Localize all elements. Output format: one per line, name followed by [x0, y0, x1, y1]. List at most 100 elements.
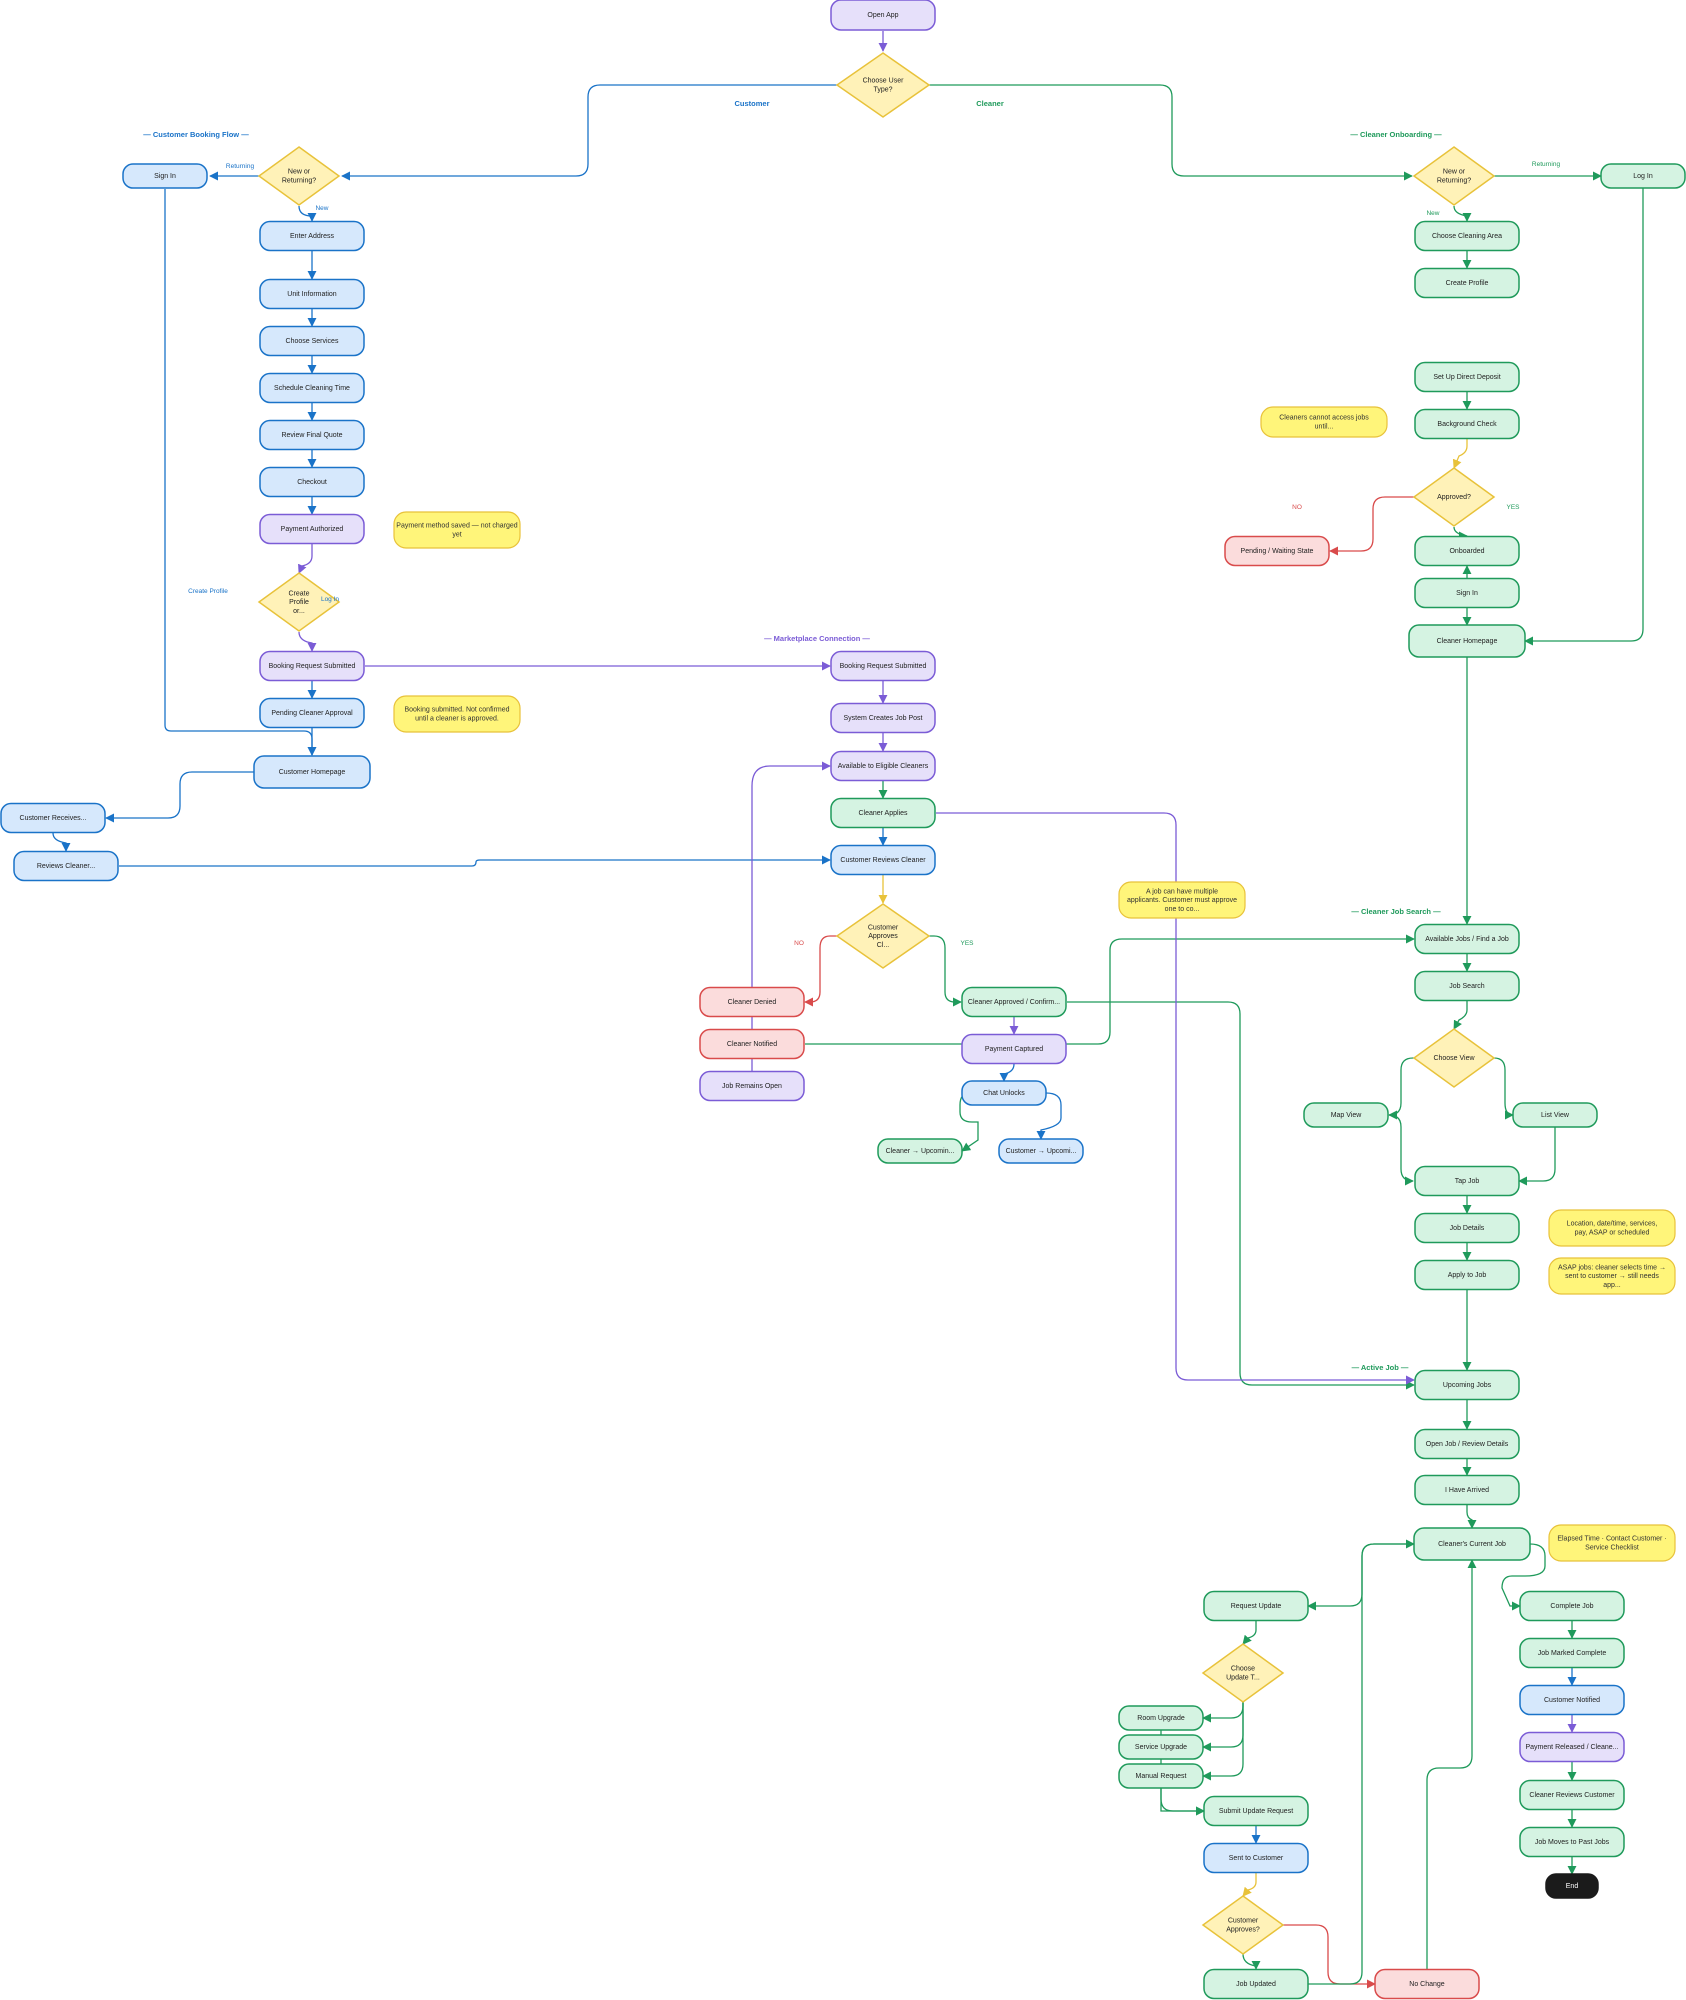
sticky-note: [1548, 1524, 1676, 1562]
node-apply-to-job: Apply to Job: [1414, 1259, 1520, 1291]
process-box: [1118, 1734, 1204, 1760]
process-box: [259, 697, 365, 729]
node-list-view: List View: [1512, 1102, 1598, 1128]
node-label: I Have Arrived: [1445, 1487, 1489, 1494]
process-box: [1224, 535, 1330, 567]
node-pending-approval: Pending Cleaner Approval: [259, 697, 365, 729]
label-layer: — Customer Booking Flow —— Cleaner Onboa…: [143, 99, 1560, 1372]
node-label: Reviews Cleaner...: [37, 863, 95, 870]
node-label: Service Upgrade: [1135, 1744, 1187, 1751]
process-box: [1203, 1968, 1309, 2000]
node-cleaner-homepage: Cleaner Homepage: [1408, 624, 1526, 658]
process-box: [259, 372, 365, 404]
node-cleaner-upcoming: Cleaner → Upcomin...: [877, 1138, 963, 1164]
node-label: No Change: [1409, 1981, 1445, 1988]
process-box: [1414, 535, 1520, 567]
process-box: [1414, 1428, 1520, 1460]
connector: [52, 832, 71, 852]
node-label: Customer Homepage: [279, 769, 346, 776]
node-label: Job Updated: [1236, 1981, 1276, 1988]
process-box: [0, 802, 106, 834]
process-box: [1374, 1968, 1480, 2000]
node-label: Cleaner Notified: [727, 1041, 777, 1048]
process-box: [1414, 361, 1520, 393]
edge-label-create-profile-branch: Create Profile: [188, 588, 228, 595]
node-label: Customer → Upcomi...: [1006, 1148, 1077, 1155]
edge-label-no-customer: NO: [794, 940, 804, 947]
node-cleaner-approved: Cleaner Approved / Confirm...: [961, 986, 1067, 1018]
process-box: [961, 986, 1067, 1018]
node-label: Available to Eligible Cleaners: [838, 763, 929, 770]
process-box: [877, 1138, 963, 1164]
node-label: Map View: [1331, 1112, 1363, 1119]
process-box: [1203, 1795, 1309, 1827]
process-box: [1413, 1527, 1531, 1561]
node-available-jobs: Available Jobs / Find a Job: [1414, 923, 1520, 955]
node-unit-info: Unit Information: [259, 278, 365, 310]
node-create-profile: Create Profile: [1414, 267, 1520, 299]
process-box: [1414, 923, 1520, 955]
connector: [1388, 1057, 1414, 1120]
note-location: Location, date/time, services,pay, ASAP …: [1548, 1209, 1676, 1247]
connector: [1452, 439, 1468, 469]
note-text: Location, date/time, services,pay, ASAP …: [1567, 1220, 1658, 1236]
connector: [1036, 1092, 1062, 1140]
connector: [1067, 1001, 1415, 1390]
sticky-note: [1548, 1209, 1676, 1247]
node-label: Cleaner Applies: [858, 810, 908, 817]
node-k-log-in: Log In: [1600, 163, 1686, 189]
decision-diamond: [257, 572, 341, 632]
decision-diamond: [835, 52, 931, 118]
process-box: [253, 755, 371, 789]
edge-label-c-returning: Returning: [226, 163, 255, 170]
process-box: [1118, 1763, 1204, 1789]
node-label: Job Details: [1450, 1225, 1485, 1232]
decision-diamond: [1412, 467, 1496, 527]
node-label: Manual Request: [1136, 1773, 1187, 1780]
sticky-note: [1260, 406, 1388, 438]
process-box: [830, 797, 936, 829]
node-manual-request: Manual Request: [1118, 1763, 1204, 1789]
connector: [1202, 1702, 1244, 1752]
sticky-note: [393, 695, 521, 733]
process-box: [699, 1070, 805, 1102]
node-label: Customer Receives...: [20, 815, 87, 822]
node-label: Choose View: [1433, 1055, 1475, 1062]
node-label: Tap Job: [1455, 1178, 1480, 1185]
connector: [298, 544, 313, 574]
node-label: Request Update: [1231, 1603, 1282, 1610]
connector: [1283, 1924, 1376, 1989]
note-asap: ASAP jobs: cleaner selects time →sent to…: [1548, 1257, 1676, 1295]
process-box: [1519, 1826, 1625, 1858]
connector: [119, 855, 831, 867]
process-box: [1414, 577, 1520, 609]
node-label: Choose Services: [286, 338, 339, 345]
connector: [1202, 1702, 1244, 1781]
node-label: Background Check: [1437, 421, 1497, 428]
connector: [1518, 1127, 1556, 1186]
node-label: Create Profile: [1446, 280, 1489, 287]
connector: [298, 631, 317, 652]
node-label: Cleaner Approved / Confirm...: [968, 999, 1060, 1006]
node-label: Chat Unlocks: [983, 1090, 1025, 1097]
node-enter-address: Enter Address: [259, 220, 365, 252]
node-label: System Creates Job Post: [844, 715, 923, 722]
connector: [1501, 1543, 1546, 1611]
connector: [751, 761, 831, 1071]
section-title-cleaner-onboarding: — Cleaner Onboarding —: [1350, 130, 1442, 139]
decision-diamond: [1201, 1895, 1285, 1955]
node-label: Open App: [867, 12, 898, 19]
node-label: Cleaner Homepage: [1437, 638, 1498, 645]
node-label: Upcoming Jobs: [1443, 1382, 1492, 1389]
connector: [1524, 188, 1644, 646]
process-box: [1408, 624, 1526, 658]
edge-label-log-in-branch: Log In: [321, 596, 339, 603]
